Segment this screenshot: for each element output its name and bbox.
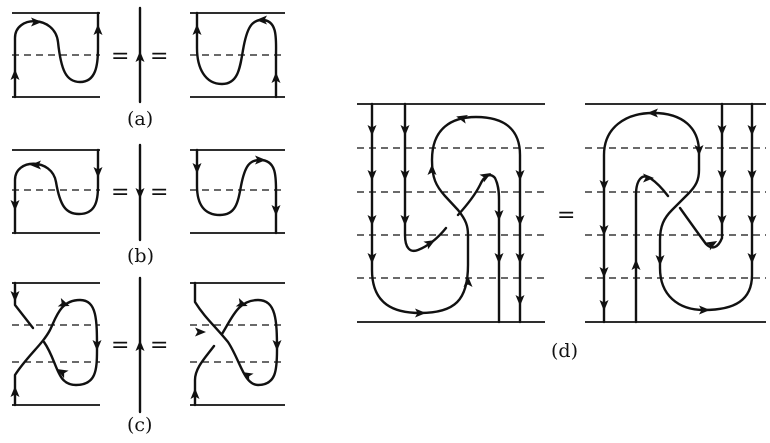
equals-sign: = bbox=[150, 333, 168, 358]
equals-sign: = bbox=[150, 44, 168, 69]
panel-a-middle-strand bbox=[135, 6, 145, 104]
panel-b-right-diagram bbox=[190, 148, 285, 235]
panel-b-left-diagram bbox=[10, 148, 103, 235]
panel-d-label: (d) bbox=[551, 340, 578, 362]
panel-d-right-diagram bbox=[585, 102, 766, 324]
panel-c: = = (c) bbox=[10, 276, 285, 436]
panel-b-label: (b) bbox=[127, 245, 154, 267]
equals-sign: = bbox=[111, 333, 129, 358]
panel-d: = bbox=[357, 102, 766, 362]
equals-sign: = bbox=[557, 203, 575, 228]
panel-c-label: (c) bbox=[127, 414, 152, 436]
equals-sign: = bbox=[150, 180, 168, 205]
equals-sign: = bbox=[111, 180, 129, 205]
panel-a-label: (a) bbox=[127, 108, 153, 130]
equals-sign: = bbox=[111, 44, 129, 69]
panel-a: = = (a) bbox=[10, 6, 285, 130]
panel-c-right-diagram bbox=[190, 281, 285, 407]
panel-d-left-diagram bbox=[357, 102, 545, 324]
panel-b: = = (b) bbox=[10, 143, 285, 267]
panel-b-middle-strand bbox=[135, 143, 145, 242]
panel-a-right-diagram bbox=[190, 11, 285, 99]
panel-c-middle-strand bbox=[135, 276, 145, 414]
panel-c-left-diagram bbox=[10, 281, 102, 407]
panel-a-left-diagram bbox=[10, 11, 103, 99]
